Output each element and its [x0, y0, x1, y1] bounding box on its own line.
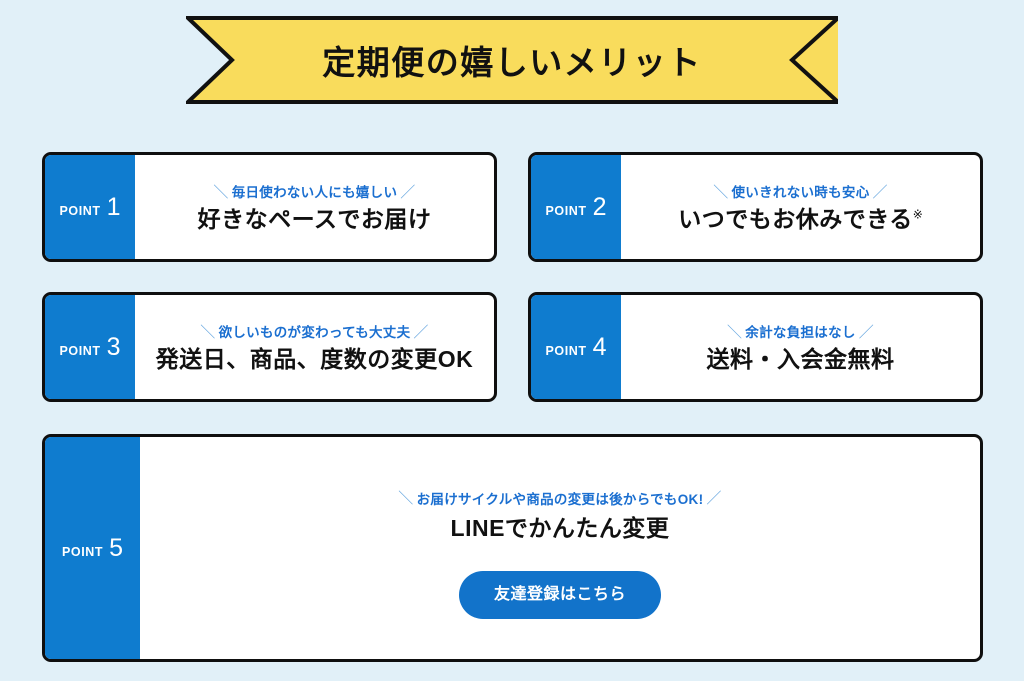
point-number-5: 5 [109, 533, 124, 562]
slash-right-icon: ／ [858, 323, 875, 341]
banner-title: 定期便の嬉しいメリット [322, 44, 702, 81]
point-subtitle-row-3: ＼ 欲しいものが変わっても大丈夫 ／ [200, 321, 428, 342]
slash-left-icon: ＼ [200, 323, 216, 341]
point-main-4: 送料・入会金無料 [706, 345, 895, 372]
banner-ribbon: 定期便の嬉しいメリット [186, 16, 838, 104]
slash-left-icon: ＼ [713, 183, 729, 201]
slash-left-icon: ＼ [213, 183, 229, 201]
point-number-1: 1 [106, 192, 121, 221]
point-main-1: 好きなペースでお届け [197, 205, 432, 232]
point-main-2: いつでもお休みできる [678, 205, 913, 232]
point-body-4: ＼ 余計な負担はなし ／ 送料・入会金無料 [621, 295, 980, 399]
point-label-2: POINT [545, 203, 587, 218]
point-subtitle-row-4: ＼ 余計な負担はなし ／ [727, 321, 874, 342]
point-label-5: POINT [61, 544, 104, 559]
point-badge-4: POINT 4 [531, 295, 621, 399]
point-number-2: 2 [592, 192, 607, 221]
point-body-1: ＼ 毎日使わない人にも嬉しい ／ 好きなペースでお届け [135, 155, 494, 259]
point-body-3: ＼ 欲しいものが変わっても大丈夫 ／ 発送日、商品、度数の変更OK [135, 295, 494, 399]
point-main-3: 発送日、商品、度数の変更OK [155, 345, 474, 372]
slash-left-icon: ＼ [726, 323, 743, 341]
point-card-3: POINT 3 ＼ 欲しいものが変わっても大丈夫 ／ 発送日、商品、度数の変更O… [42, 292, 497, 402]
slash-right-icon: ／ [706, 490, 722, 507]
point-card-2: POINT 2 ＼ 使いきれない時も安心 ／ いつでもお休みできる※ [528, 152, 983, 262]
slash-left-icon: ＼ [398, 490, 414, 507]
point-body-5: ＼ お届けサイクルや商品の変更は後からでもOK! ／ LINEでかんたん変更 友… [140, 437, 980, 659]
point-badge-1: POINT 1 [45, 155, 135, 259]
point-badge-5: POINT 5 [45, 437, 140, 659]
point-main-row-4: 送料・入会金無料 [707, 346, 895, 374]
point-note-mark-2: ※ [912, 207, 923, 222]
point-subtitle-3: 欲しいものが変わっても大丈夫 [218, 325, 411, 341]
point-card-1: POINT 1 ＼ 毎日使わない人にも嬉しい ／ 好きなペースでお届け [42, 152, 497, 262]
point-label-4: POINT [545, 343, 587, 358]
point-main-row-1: 好きなペースでお届け [198, 206, 432, 234]
slash-right-icon: ／ [872, 183, 888, 201]
point-subtitle-row-5: ＼ お届けサイクルや商品の変更は後からでもOK! ／ [398, 487, 721, 508]
point-card-5: POINT 5 ＼ お届けサイクルや商品の変更は後からでもOK! ／ LINEで… [42, 434, 983, 662]
point-main-row-2: いつでもお休みできる※ [678, 206, 923, 234]
point-main-row-5: LINEでかんたん変更 [451, 515, 670, 543]
point-subtitle-row-1: ＼ 毎日使わない人にも嬉しい ／ [213, 181, 415, 202]
point-subtitle-2: 使いきれない時も安心 [731, 185, 870, 201]
point-card-4: POINT 4 ＼ 余計な負担はなし ／ 送料・入会金無料 [528, 292, 983, 402]
point-main-5: LINEでかんたん変更 [450, 515, 670, 541]
point-subtitle-1: 毎日使わない人にも嬉しい [231, 185, 398, 201]
slash-right-icon: ／ [413, 323, 429, 341]
point-subtitle-row-2: ＼ 使いきれない時も安心 ／ [713, 181, 888, 202]
point-badge-2: POINT 2 [531, 155, 621, 259]
point-label-3: POINT [59, 343, 101, 358]
point-number-3: 3 [106, 332, 121, 361]
slash-right-icon: ／ [400, 183, 416, 201]
point-subtitle-5: お届けサイクルや商品の変更は後からでもOK! [416, 491, 704, 507]
line-friend-register-button[interactable]: 友達登録はこちら [458, 570, 661, 619]
ribbon-shape-icon [186, 16, 838, 104]
point-main-row-3: 発送日、商品、度数の変更OK [156, 346, 474, 374]
point-body-2: ＼ 使いきれない時も安心 ／ いつでもお休みできる※ [621, 155, 980, 259]
point-number-4: 4 [592, 332, 607, 361]
point-badge-3: POINT 3 [45, 295, 135, 399]
point-subtitle-4: 余計な負担はなし [745, 325, 856, 341]
point-label-1: POINT [59, 203, 101, 218]
